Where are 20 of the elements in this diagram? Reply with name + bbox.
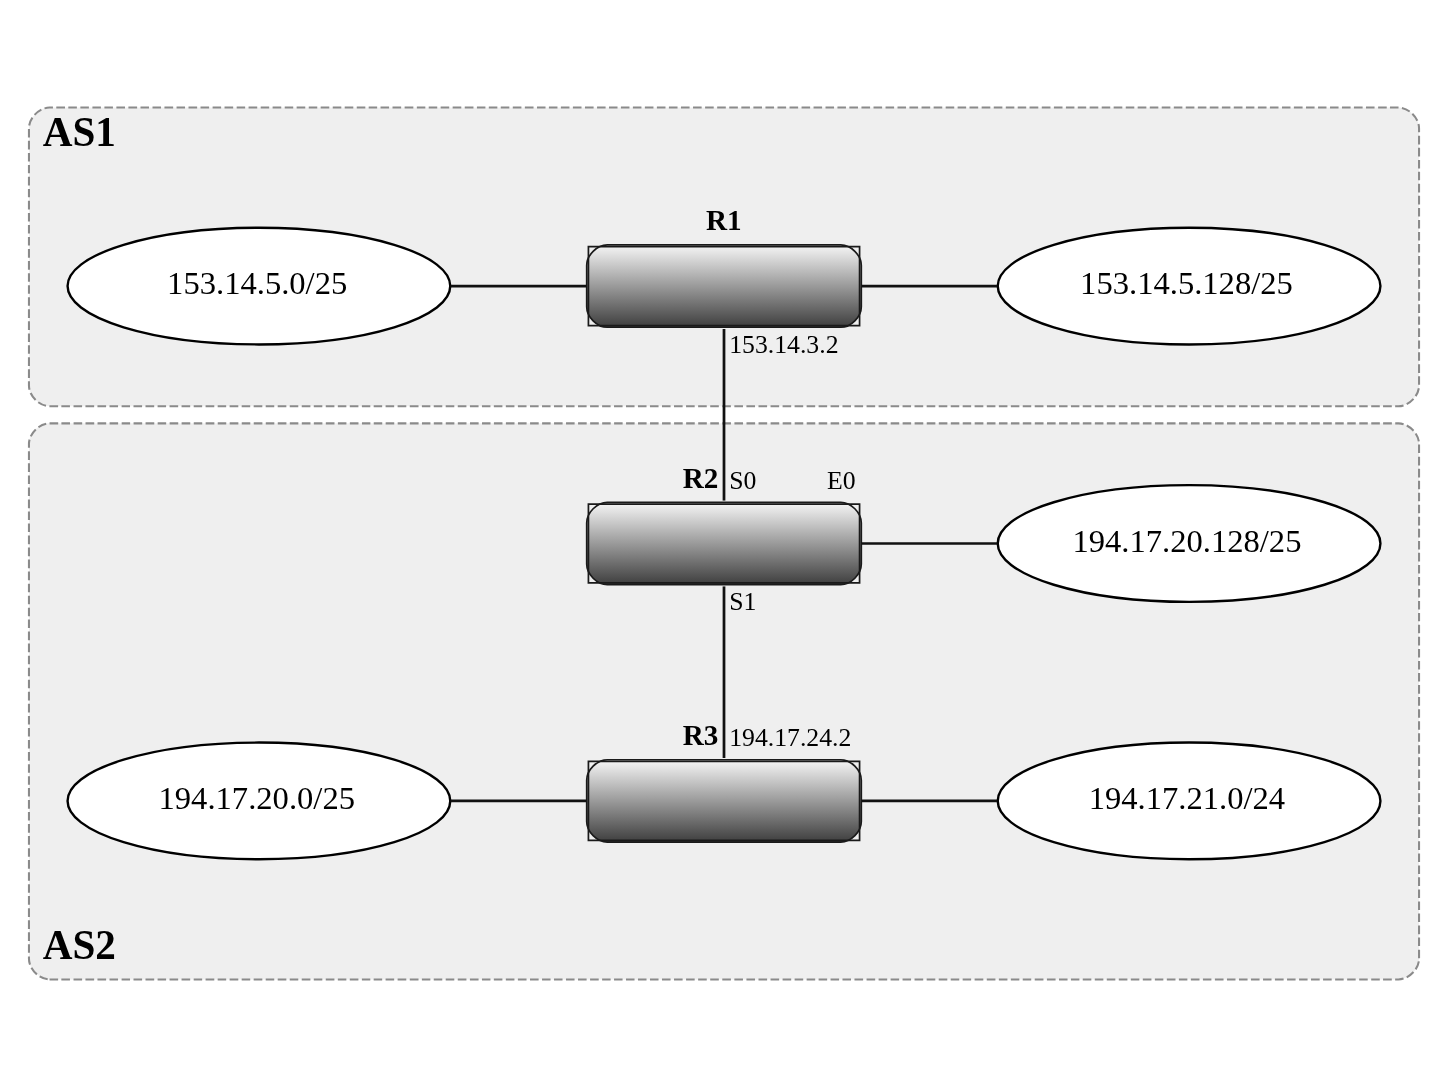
- node-ellipse: 153.14.5.0/25: [66, 226, 452, 346]
- node-ellipse: 194.17.21.0/24: [996, 740, 1382, 860]
- connector: [861, 284, 998, 287]
- node-ellipse: 194.17.20.128/25: [996, 483, 1382, 603]
- connector: [450, 284, 587, 287]
- node-label: 153.14.3.2: [729, 329, 839, 359]
- node-label: 194.17.24.2: [729, 722, 852, 752]
- node-label: S0: [729, 465, 757, 495]
- connector: [861, 799, 998, 802]
- node-label: E0: [826, 465, 856, 495]
- connector: [861, 541, 998, 545]
- node-label: S1: [729, 586, 757, 616]
- connector: [722, 328, 726, 501]
- node-ellipse: 153.14.5.128/25: [996, 226, 1382, 346]
- node-label: R2: [682, 461, 719, 494]
- connector: [722, 585, 726, 758]
- node-ellipse: 194.17.20.0/25: [66, 740, 452, 860]
- node-label: R3: [682, 718, 719, 751]
- connector: [450, 799, 587, 802]
- node-label: R1: [705, 203, 742, 236]
